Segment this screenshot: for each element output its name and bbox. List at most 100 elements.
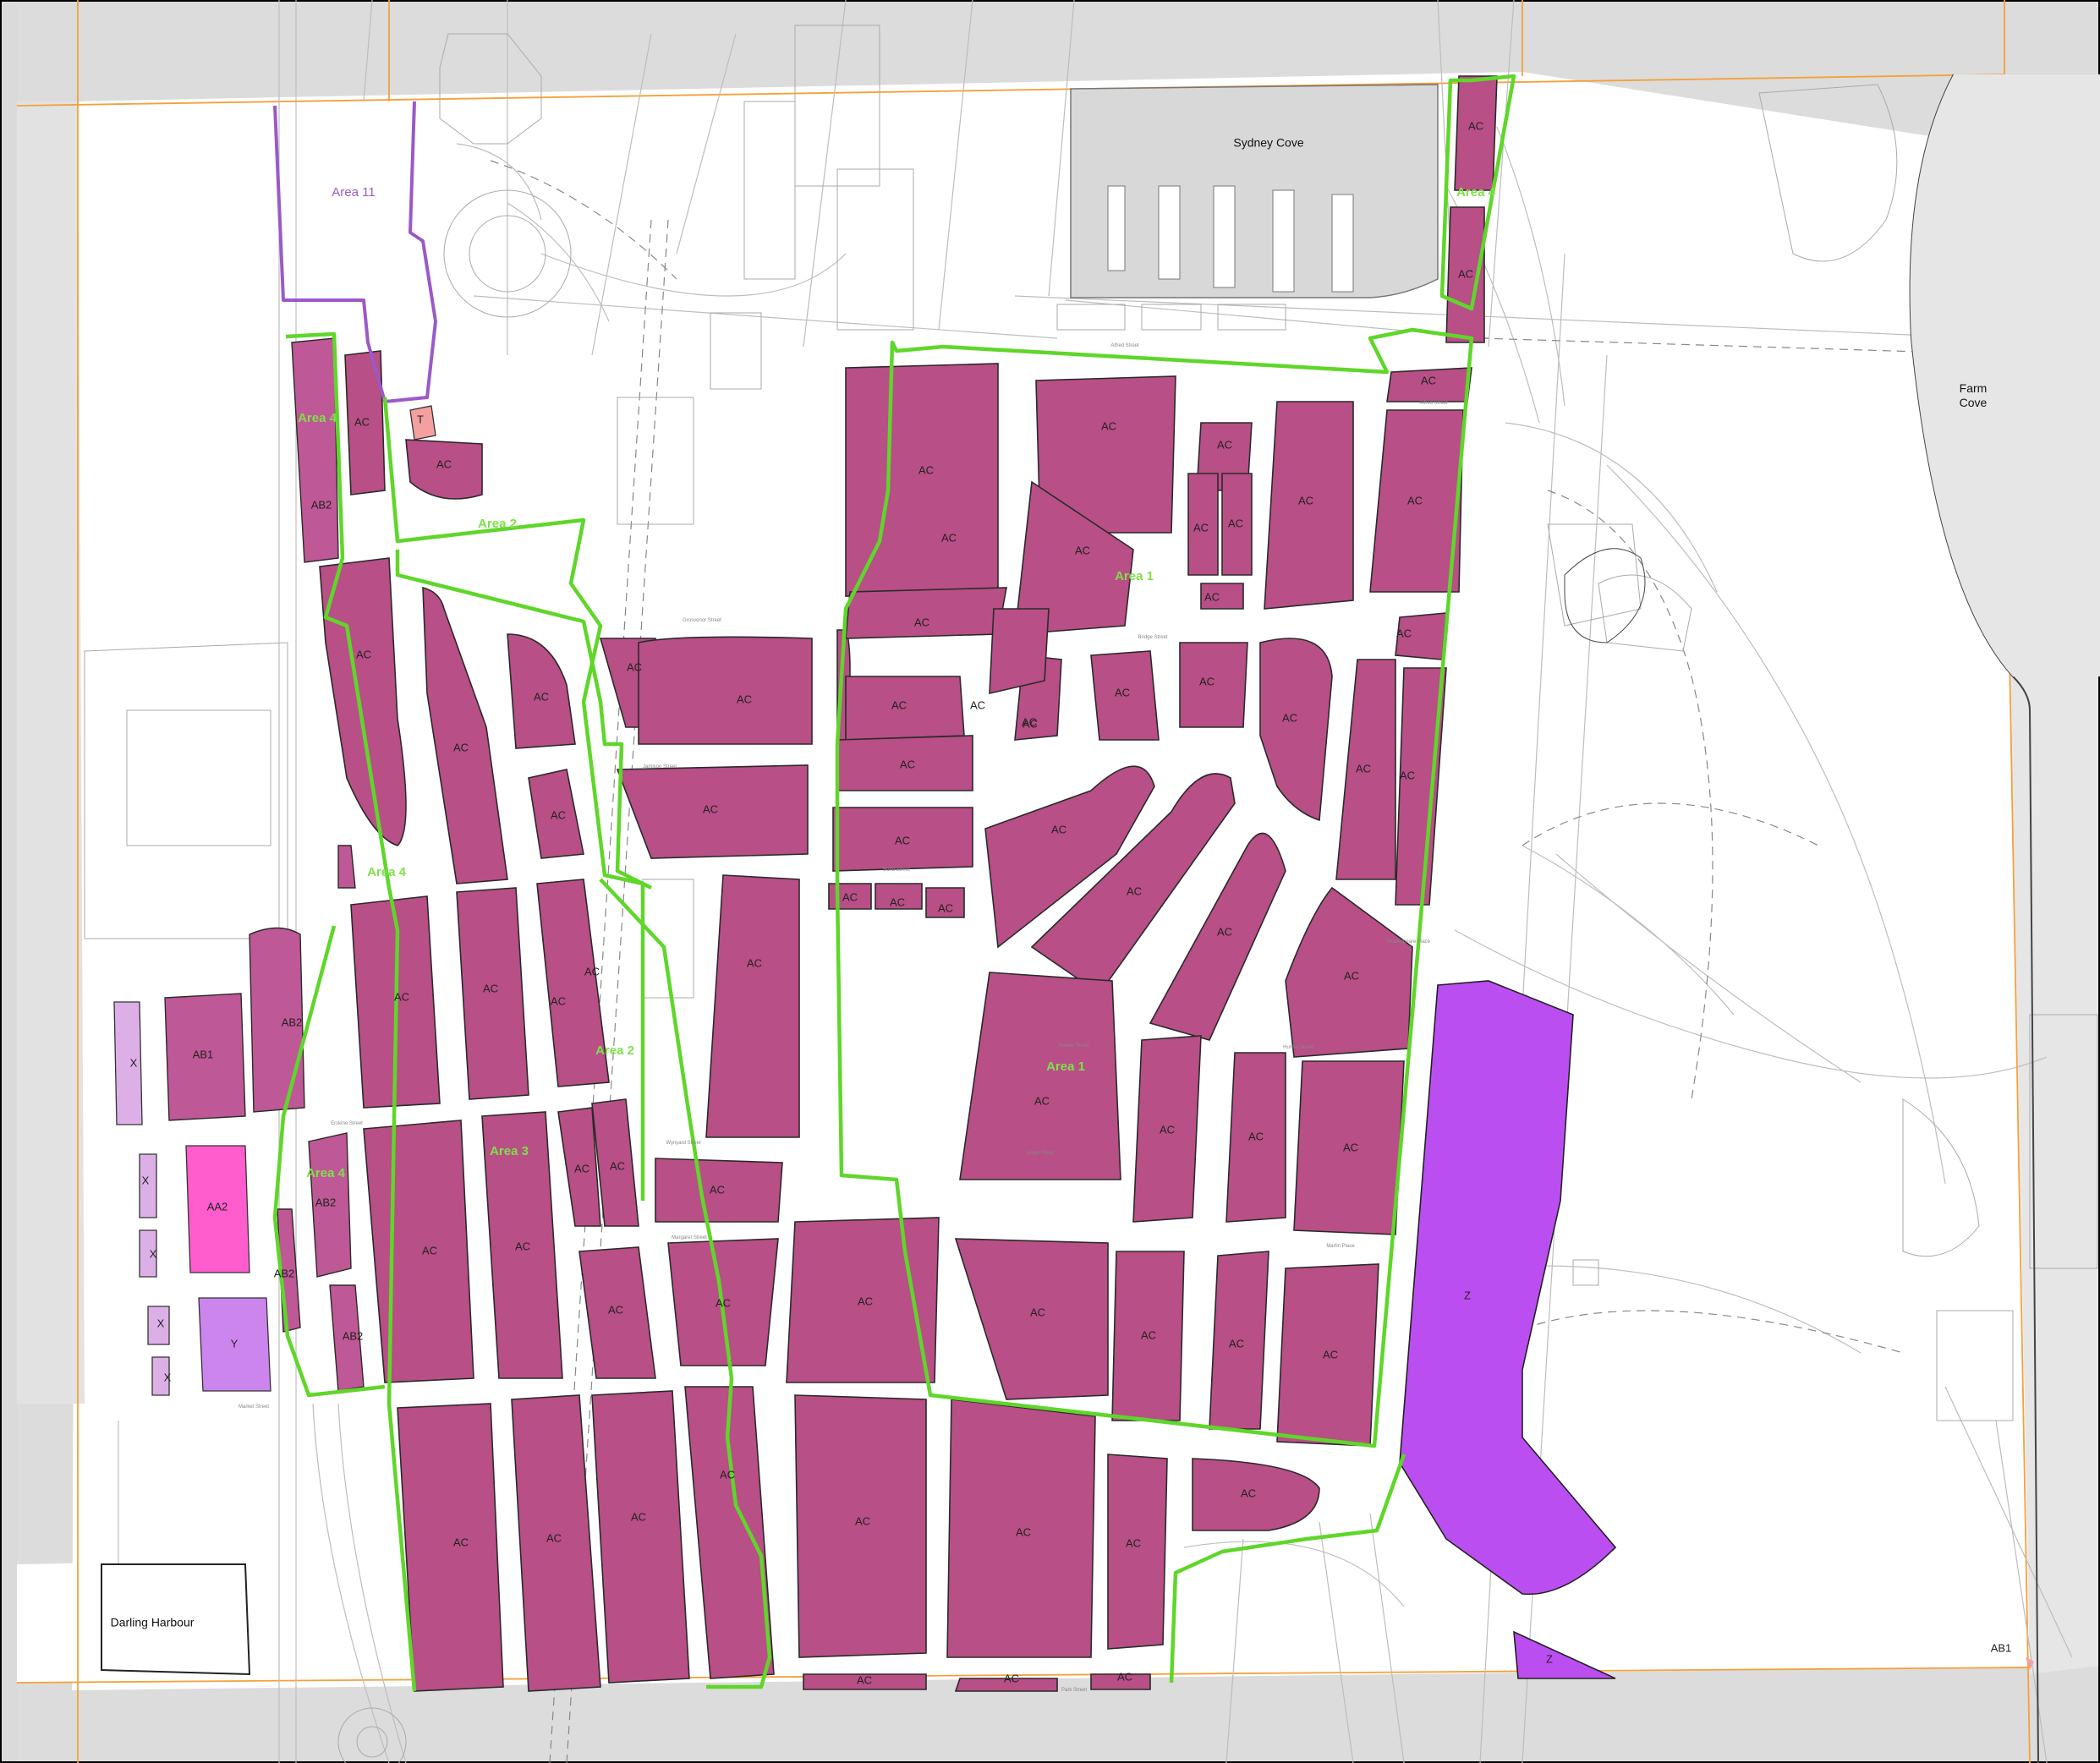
zone-label-ac: AC (584, 965, 600, 977)
zone-label-ac: AC (1228, 517, 1243, 529)
zone-block-ac (591, 1098, 639, 1227)
zone-block-aa2 (185, 1145, 250, 1273)
zone-label-aa2: AA2 (207, 1200, 228, 1213)
zone-label-ab2: AB2 (315, 1196, 337, 1208)
zone-label-ac: AC (1468, 119, 1483, 132)
zone-label-ac: AC (1323, 1348, 1338, 1361)
zone-label-ac: AC (938, 901, 953, 914)
zone-block-ab2 (249, 927, 305, 1113)
zone-label-ac: AC (842, 890, 858, 903)
zone-label-ac: AC (546, 1531, 562, 1544)
zone-label-ab1: AB1 (193, 1048, 214, 1060)
zone-label-ac: AC (855, 1514, 870, 1527)
area-11-boundary (273, 101, 437, 403)
zone-block-ac (1395, 667, 1447, 906)
zone-label-ac: AC (610, 1159, 625, 1172)
zone-label-ac: AC (1101, 419, 1116, 432)
street-label: Angel Place (1027, 1151, 1055, 1156)
zone-block-ac (1030, 773, 1236, 995)
zone-label-x: X (164, 1371, 172, 1383)
zone-block-ac (1293, 1060, 1405, 1235)
zone-block-ac (422, 586, 508, 884)
zone-block-ac (1132, 1035, 1202, 1223)
area-label: Area 11 (332, 185, 375, 200)
street-label: Alfred Street (1110, 343, 1139, 348)
farm-cove-shore (1910, 74, 2100, 676)
zone-label-ac: AC (918, 463, 934, 476)
zone-label-x: X (142, 1174, 150, 1186)
zone-label-ac: AC (551, 808, 566, 821)
zone-block-ac (528, 769, 584, 859)
zone-block-x (113, 1001, 143, 1125)
roundabout (337, 548, 1646, 1763)
zone-block-ac (832, 807, 973, 872)
zone-label-ac: AC (1356, 762, 1371, 775)
zone-label-ac: AC (354, 415, 370, 428)
zone-block-ac (1187, 473, 1219, 576)
area-label: Area 2 (595, 1043, 634, 1058)
area-labels: Area 1 Area 1 Area 2 Area 2 Area 3 Area … (298, 185, 1496, 1180)
place-label-sydney-cove: Sydney Cove (1233, 136, 1303, 150)
zone-label-ac: AC (895, 834, 910, 846)
zone-block-ac (1209, 1251, 1269, 1430)
area-label: Area 1 (1115, 569, 1154, 583)
zone-label-ac: AC (1160, 1123, 1175, 1136)
zone-block-ab1 (2026, 1657, 2034, 1670)
zone-block-ac (984, 765, 1155, 949)
zone-label-ac: AC (356, 648, 371, 660)
zone-label-ac: AC (1241, 1487, 1256, 1499)
area-label: Area 4 (306, 1166, 346, 1180)
area-boundaries (272, 74, 1516, 1692)
zone-label-ac: AC (1282, 711, 1297, 724)
zone-label-ab2: AB2 (311, 498, 332, 511)
zone-block-ac (705, 874, 800, 1138)
zone-label-ac: AC (1117, 1670, 1132, 1683)
zone-block-y (198, 1297, 271, 1392)
zone-label-ac: AC (716, 1296, 731, 1309)
zone-block-ac (557, 1107, 601, 1227)
zone-blocks (113, 75, 2034, 1692)
zone-label-ab2: AB2 (343, 1329, 364, 1342)
zone-block-x (139, 1229, 157, 1278)
zone-block-ac (946, 1399, 1096, 1658)
darling-harbour-outline (101, 1563, 251, 1676)
zone-label-ac: AC (891, 698, 907, 711)
zone-label-ac: AC (1458, 267, 1473, 280)
zone-block-ac (1259, 638, 1333, 822)
street-label: Park Street (1061, 1688, 1087, 1693)
zone-block-z (1399, 980, 1617, 1596)
zone-block-ac (507, 633, 576, 749)
zone-label-ac: AC (534, 690, 549, 703)
zone-block-ac (925, 887, 965, 918)
zone-label-ac: AC (1421, 374, 1436, 386)
area-label: Area 2 (478, 517, 517, 531)
zone-label-ac: AC (1193, 521, 1209, 534)
zone-label-ac: AC (453, 1536, 469, 1548)
zone-label-ac: AC (627, 660, 642, 673)
zone-label-ac: AC (1229, 1337, 1244, 1350)
zone-block-ac (616, 764, 809, 859)
zone-label-z: Z (1546, 1652, 1553, 1665)
zone-block-ac (989, 608, 1050, 695)
zone-label-ac: AC (551, 994, 566, 1007)
street-label: Erskine Street (331, 1121, 363, 1126)
zone-label-ac: AC (1004, 1672, 1019, 1684)
zone-label-ac: AC (900, 758, 915, 770)
zone-label-ac: AC (737, 693, 752, 705)
zone-block-ac (1149, 832, 1286, 1041)
zone-label-ac: AC (631, 1510, 646, 1523)
sydney-cove-wharves (1070, 84, 1439, 298)
zone-block-ac (363, 1120, 474, 1383)
zone-label-ac: AC (608, 1303, 623, 1316)
zone-label-ac: AC (1400, 769, 1415, 781)
zone-label-ac: AC (1023, 717, 1038, 730)
zone-label-t: T (417, 413, 424, 425)
zone-block-ac (1179, 642, 1248, 728)
zone-label-ac: AC (747, 956, 762, 969)
area-label: Area 3 (490, 1144, 529, 1158)
building-outlines (84, 25, 2098, 1421)
zone-label-ac: AC (1034, 1094, 1050, 1107)
